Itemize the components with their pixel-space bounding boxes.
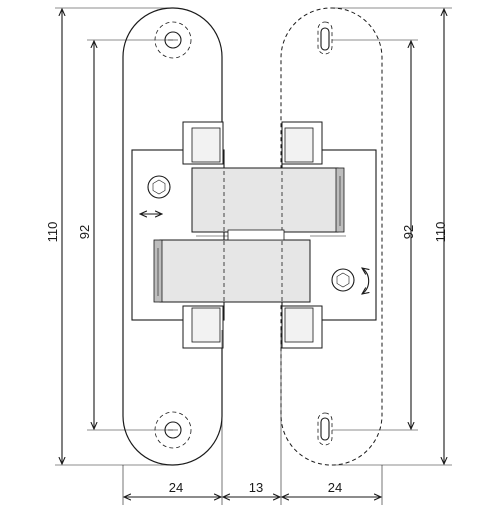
dim-width-left-label: 24	[169, 480, 183, 495]
hex-adjustment-screw-right	[331, 268, 355, 292]
dimension-left-110: 110	[45, 9, 62, 464]
rotation-adjust-arrow-icon	[362, 268, 369, 294]
dim-left-92-label: 92	[77, 225, 92, 239]
hinge-mechanism	[131, 121, 377, 349]
dim-width-gap-label: 13	[249, 480, 263, 495]
dimension-right-92: 92	[401, 41, 416, 429]
dimension-bottom-widths: 24 13 24	[124, 480, 381, 497]
dim-width-right-label: 24	[328, 480, 342, 495]
dim-right-92-label: 92	[401, 225, 416, 239]
right-top-slot	[317, 21, 333, 55]
dimension-left-92: 92	[77, 41, 94, 429]
right-bottom-slot	[317, 412, 333, 446]
dimension-right-110: 110	[433, 9, 448, 464]
hex-adjustment-screw-left	[147, 175, 171, 199]
dim-left-110-label: 110	[45, 222, 60, 243]
dim-right-110-label: 110	[433, 222, 448, 243]
extension-lines	[55, 7, 452, 505]
